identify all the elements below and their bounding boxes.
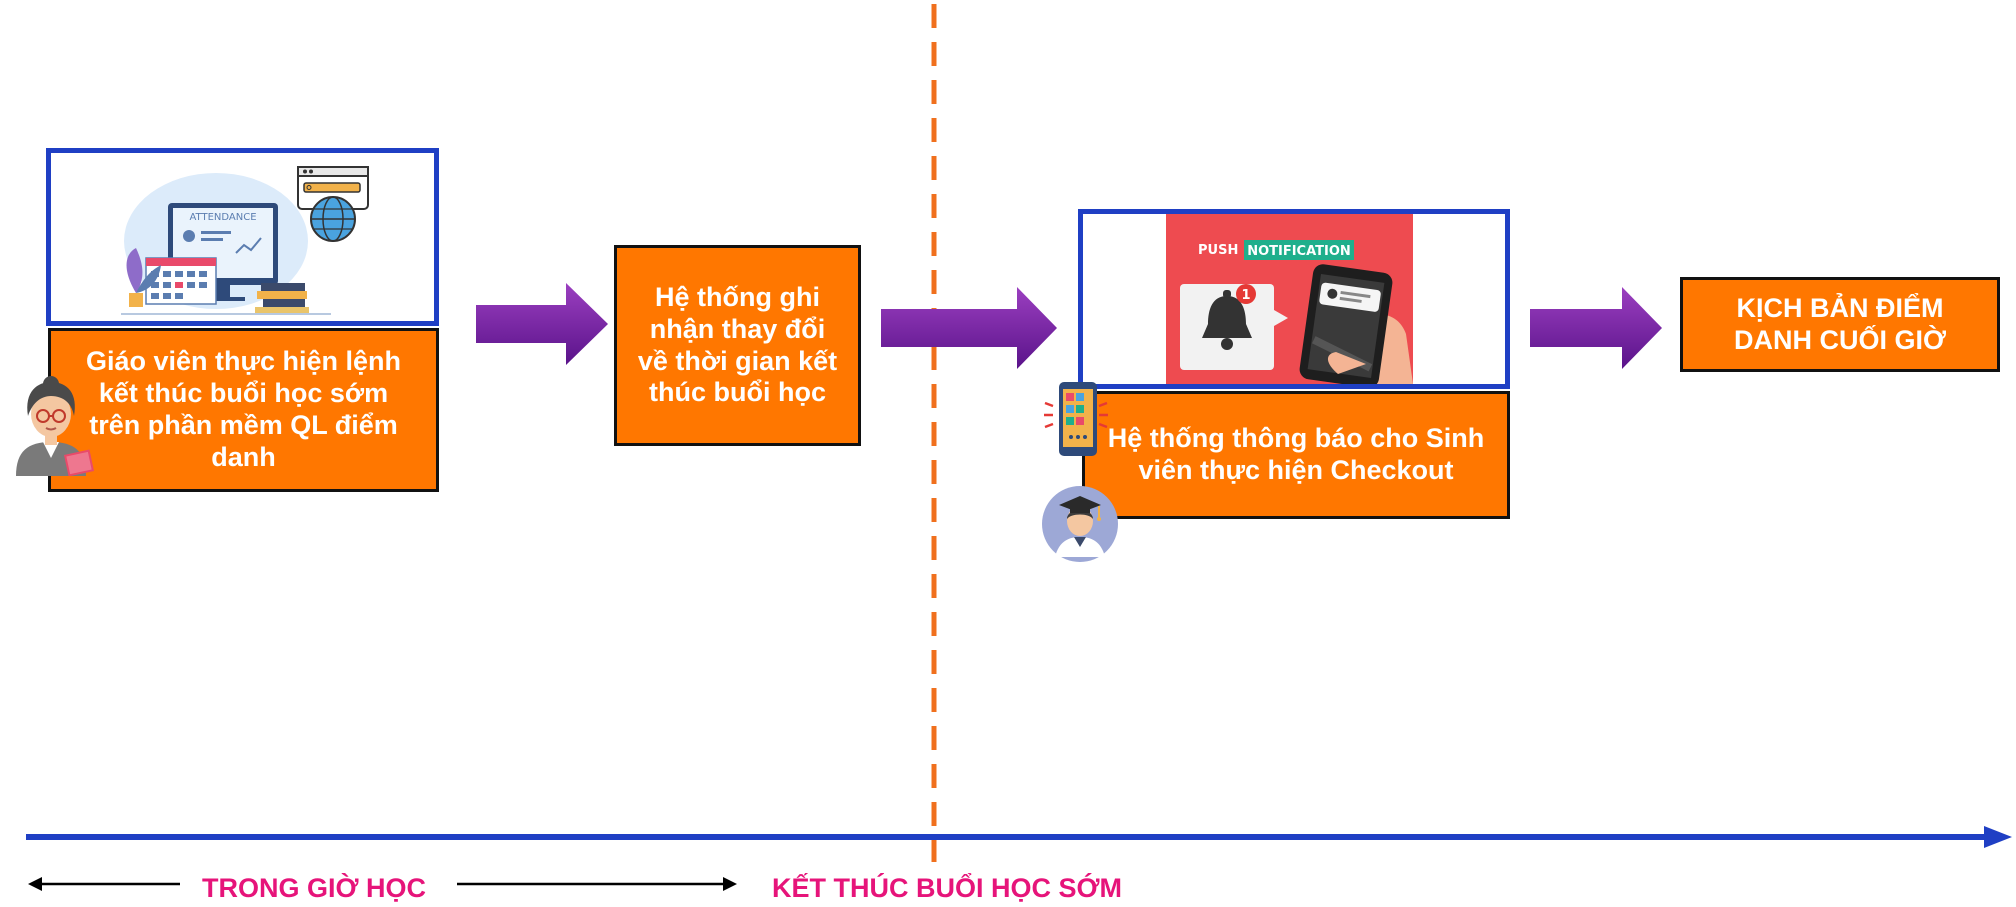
flow-arrow-3 (1530, 287, 1662, 369)
globe-browser-icon (297, 166, 369, 242)
teacher-avatar-icon (16, 376, 94, 476)
phase-divider (931, 4, 937, 862)
student-avatar-icon (1042, 486, 1118, 562)
bell-icon (1202, 290, 1252, 350)
phase-1-left-arrow (28, 877, 180, 891)
timeline-axis (26, 826, 2012, 848)
push-notification-frame: PUSH NOTIFICATION 1 (1078, 209, 1510, 389)
notification-badge: 1 (1241, 288, 1250, 303)
push-label: PUSH (1198, 243, 1238, 258)
step-1-box: Giáo viên thực hiện lệnh kết thúc buổi h… (48, 328, 439, 492)
phase-1-right-arrow (457, 877, 737, 891)
phase-2-label: KẾT THÚC BUỔI HỌC SỚM (772, 873, 1123, 903)
attendance-label: ATTENDANCE (189, 212, 256, 223)
step-3-text: Hệ thống thông báo cho Sinh viên thực hi… (1107, 423, 1485, 485)
step-4-text: KỊCH BẢN ĐIỂM DANH CUỐI GIỜ (1733, 292, 1947, 355)
step-3-box: Hệ thống thông báo cho Sinh viên thực hi… (1082, 391, 1510, 519)
attendance-illustration-frame: ATTENDANCE (46, 148, 439, 326)
smartphone-icon (1044, 382, 1108, 456)
step-2-text: Hệ thống ghi nhận thay đổi về thời gian … (637, 281, 838, 408)
attendance-monitor-icon: ATTENDANCE (121, 173, 331, 315)
notification-label: NOTIFICATION (1247, 244, 1351, 259)
step-1-text: Giáo viên thực hiện lệnh kết thúc buổi h… (85, 346, 402, 472)
push-notification-illustration: PUSH NOTIFICATION 1 (1166, 214, 1413, 384)
flow-arrow-2 (881, 287, 1057, 369)
phase-1-label: TRONG GIỜ HỌC (202, 873, 427, 903)
step-2-box: Hệ thống ghi nhận thay đổi về thời gian … (614, 245, 861, 446)
step-4-box: KỊCH BẢN ĐIỂM DANH CUỐI GIỜ (1680, 277, 2000, 372)
flow-arrow-1 (476, 283, 608, 365)
